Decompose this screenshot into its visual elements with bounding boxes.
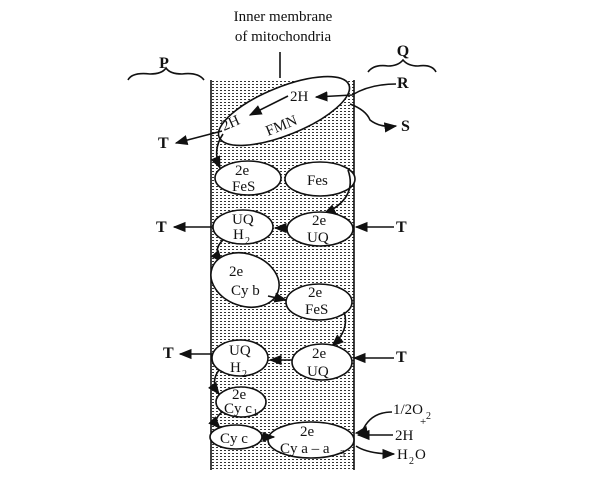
row6-cyc: Cy c [220,431,248,447]
arrow-t-1 [174,130,223,146]
arrow-uqh2-to-cyc1 [207,369,220,396]
title-line-1: Inner membrane [234,9,333,25]
row2-2e: 2e [312,213,327,229]
arrow-2h-to-fes [210,133,224,170]
product-2h-sup: + [420,416,426,428]
arrow-fes-to-uq-row4 [331,311,347,347]
row2-h: H [233,227,244,243]
arrow-o2-in [354,411,393,437]
row6-2e: 2e [300,424,315,440]
row3-cyb-ellipse [210,251,280,309]
row2-uq-right: UQ [307,230,329,246]
row4-h-sub: 2 [242,369,247,380]
side-brace-q [367,58,437,73]
row2-uq-ellipse [286,211,354,247]
side-brace-p [127,66,205,81]
row6-cyaa3-sub: 3 [340,449,345,460]
row3-2e: 2e [229,264,244,280]
product-water-o: O [415,447,426,463]
row4-h: H [230,360,241,376]
label-s: S [401,118,410,135]
label-t-1: T [158,135,169,152]
row5-cyc1-sub: 1 [253,408,258,419]
title-line-2: of mitochondria [235,29,332,45]
row1-fes-ellipse [214,160,282,196]
arrow-r-in [314,83,397,102]
label-t-3-left: T [163,345,174,362]
label-t-2-right: T [396,219,407,236]
side-label-q: Q [397,43,409,60]
row1-2e: 2e [235,163,250,179]
row1-fes-right: Fes [307,173,328,189]
row1-fes-right-ellipse [284,161,356,197]
row1-fes: FeS [232,179,255,195]
row5-cyc1-ellipse [215,386,267,418]
product-o2-sub: 2 [426,411,431,422]
row4-uqh2-ellipse [211,339,269,377]
row4-uq-right: UQ [307,364,329,380]
label-t-2-left: T [156,219,167,236]
complex-i-2h-bottom: 2H [219,113,242,135]
arrow-s-out [349,103,398,133]
row5-cyc1: Cy c [224,401,252,417]
row4-uq-ellipse [291,343,353,381]
label-t-3-right: T [396,349,407,366]
row4-2e: 2e [312,346,327,362]
arrow-2h-to-2h [248,95,289,116]
row3-2e-right: 2e [308,285,323,301]
product-water-sub: 2 [409,456,414,467]
row2-uq: UQ [232,212,254,228]
label-r: R [397,75,409,92]
row2-h-sub: 2 [245,236,250,247]
side-label-p: P [159,55,169,72]
product-2h: 2H [395,428,414,444]
arrow-fes-to-uq [322,169,352,215]
arrow-cyb-to-fes [267,292,288,303]
product-water-h: H [397,447,408,463]
complex-i-2h-top: 2H [290,89,309,105]
arrow-water-out [355,445,396,460]
row5-2e: 2e [232,387,247,403]
product-o2: 1/2O [393,402,423,418]
row3-cyb: Cy b [231,283,260,299]
arrow-cyc1-to-cyc [208,411,223,429]
row6-cyaa3: Cy a – a [280,441,330,457]
row3-fes-right: FeS [305,302,328,318]
row4-uq: UQ [229,343,251,359]
